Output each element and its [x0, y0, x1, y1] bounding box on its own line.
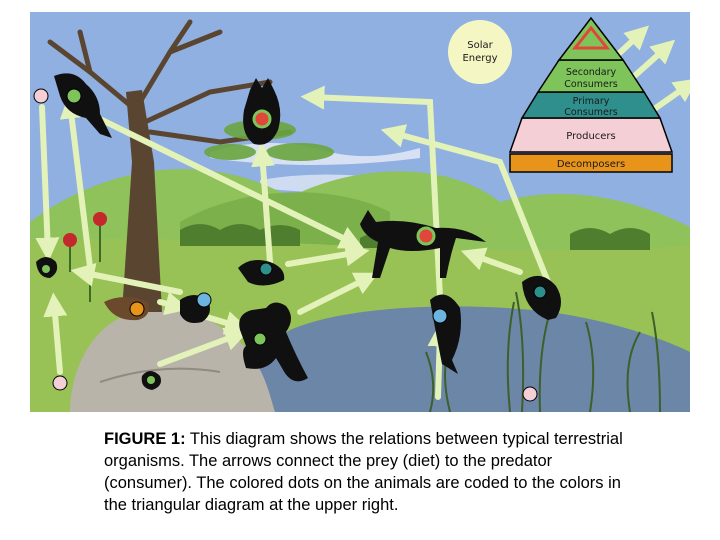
sun — [448, 20, 512, 84]
crow — [54, 73, 112, 138]
arrow-insect-to-spider — [157, 291, 190, 316]
arrow-flower-to-insect — [35, 104, 60, 262]
arrow-bird-to-fox — [99, 117, 364, 249]
pyramid-decomposers-band — [509, 153, 673, 173]
dot-producer — [33, 88, 49, 104]
dot-primary — [196, 292, 212, 308]
dot-decomposer — [129, 301, 145, 317]
caption-text: This diagram shows the relations between… — [104, 430, 623, 514]
arrow-energy-out-2 — [627, 39, 676, 83]
caption-label: FIGURE 1: — [104, 430, 186, 448]
dot-producer — [522, 386, 538, 402]
dot-primary — [259, 262, 273, 276]
dot-tertiary — [416, 226, 436, 246]
sun-label-line1: Solar — [467, 40, 493, 51]
arrow-spider-to-frog — [157, 327, 249, 367]
dot-secondary — [147, 376, 155, 384]
figure-caption: FIGURE 1: This diagram shows the relatio… — [104, 428, 644, 516]
food-web-arrows — [35, 25, 690, 400]
pyramid-producers-label: Producers — [566, 131, 616, 142]
arrow-fox-up — [647, 78, 690, 115]
arrow-mouse-to-fox — [285, 242, 370, 267]
arrow-grass-to-insect — [43, 292, 68, 375]
dot-primary — [432, 308, 448, 324]
arrow-mole-to-owl — [380, 124, 553, 290]
arrow-insect-to-bird — [59, 94, 93, 270]
pyramid-top-triangle — [571, 25, 611, 50]
frog — [239, 302, 308, 382]
dot-secondary — [253, 332, 267, 346]
pyramid-primary-label-1: Primary — [573, 96, 610, 107]
dot-primary — [533, 285, 547, 299]
pyramid-primary-label-2: Consumers — [564, 107, 617, 118]
food-web-illustration: Solar Energy Secondary Consumers Primary… — [30, 12, 690, 412]
reeds — [425, 291, 661, 412]
pyramid-secondary-label-2: Consumers — [564, 79, 617, 90]
pyramid-secondary-label-1: Secondary — [566, 67, 617, 78]
sun-label-line2: Energy — [462, 53, 497, 64]
arrow-mouse-to-owl — [251, 142, 276, 265]
dot-secondary — [66, 88, 82, 104]
animals — [33, 73, 561, 402]
arrow-frog-to-fox — [297, 272, 379, 315]
dot-tertiary — [252, 109, 272, 129]
pyramid-decomposers-label: Decomposers — [557, 159, 625, 170]
dot-primary — [42, 265, 50, 273]
tree-branches — [47, 19, 293, 145]
arrow-mole-to-fox — [460, 247, 523, 275]
solar-energy: Solar Energy — [448, 20, 512, 84]
dot-producer — [52, 375, 68, 391]
trophic-pyramid: Secondary Consumers Primary Consumers Pr… — [508, 16, 674, 173]
arrow-bee-to-insect — [70, 263, 183, 295]
tree-trunk — [122, 90, 162, 312]
pond — [250, 306, 690, 412]
